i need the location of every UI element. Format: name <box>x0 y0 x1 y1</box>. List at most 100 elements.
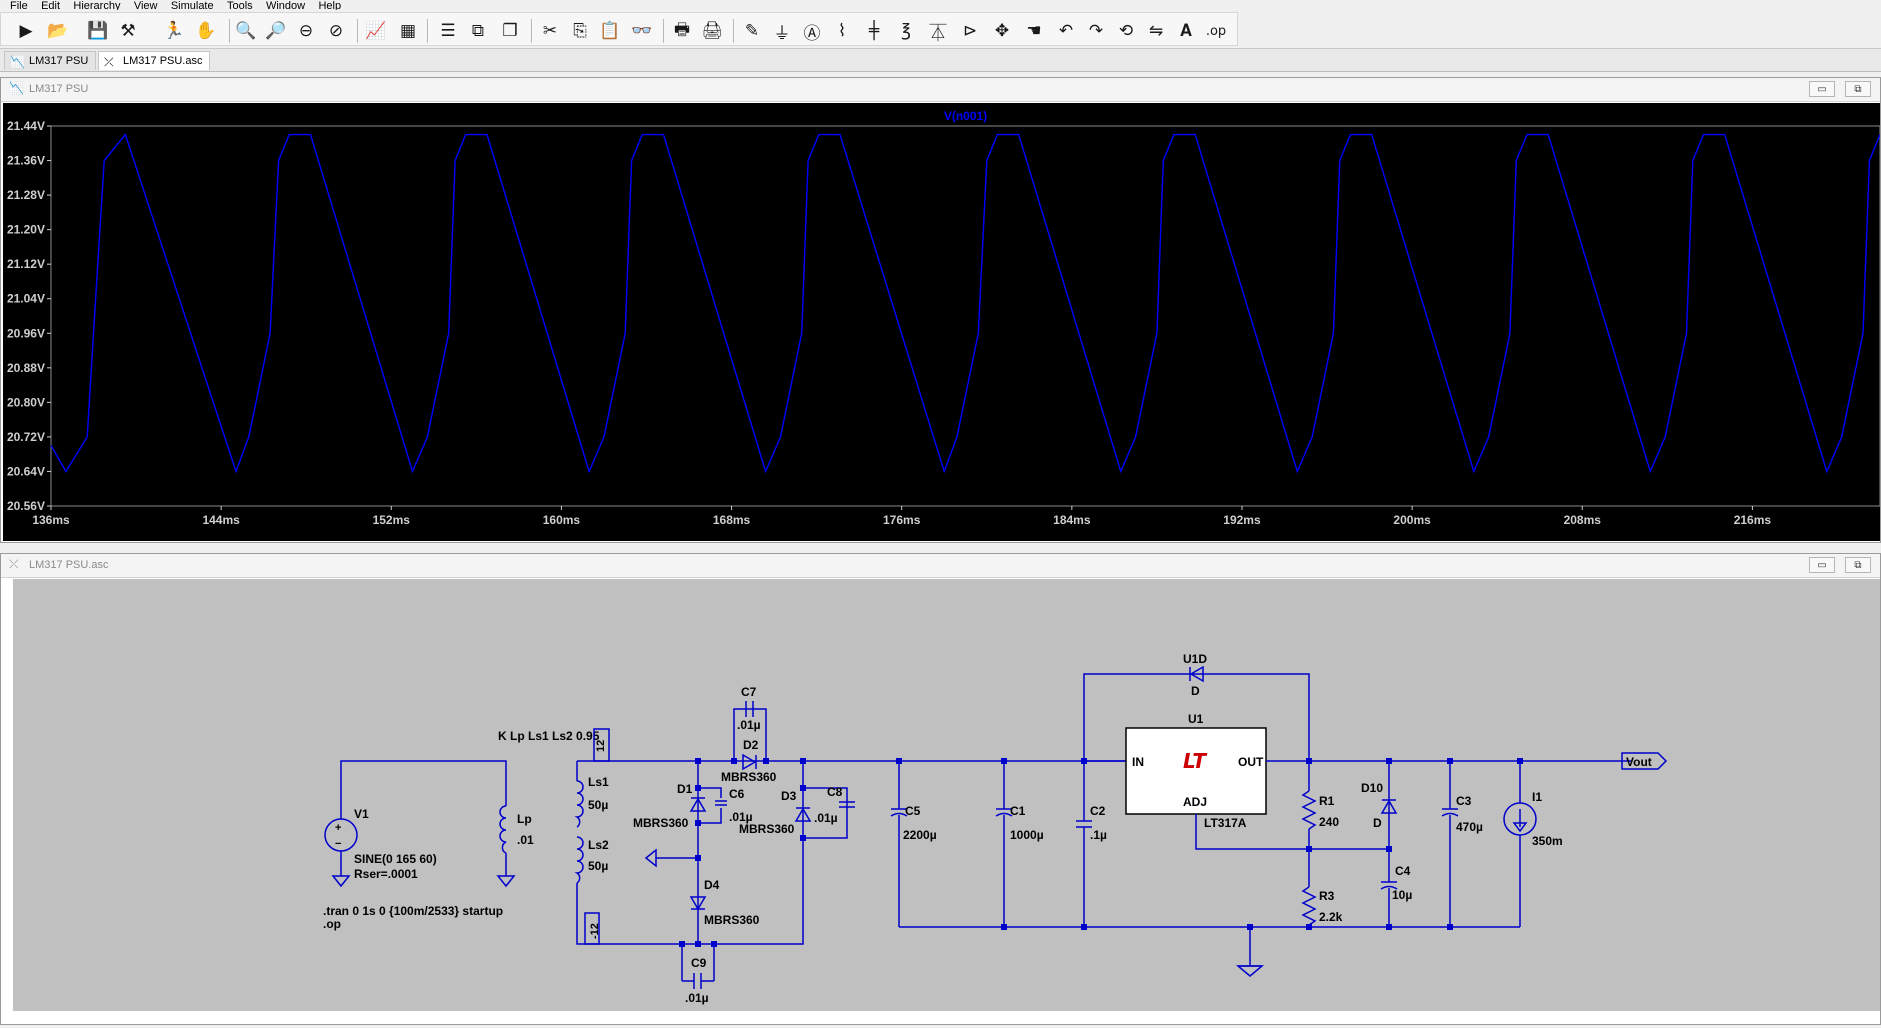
save-icon[interactable]: 💾 <box>87 21 109 41</box>
tab-schematic-label: LM317 PSU.asc <box>123 55 203 67</box>
hammer-icon[interactable]: ⚒ <box>120 21 136 41</box>
op-directive: .op <box>323 917 341 931</box>
trace-label: V(n001) <box>944 109 987 123</box>
d2-value: MBRS360 <box>721 770 777 784</box>
c6-value: .01µ <box>729 810 753 824</box>
menu-hierarchy[interactable]: Hierarchy <box>73 0 121 11</box>
vout-label: Vout <box>1626 755 1652 769</box>
tile-vertical-icon[interactable]: ⧉ <box>471 21 485 41</box>
component-icon[interactable]: ⊳ <box>962 21 978 41</box>
label-net-icon[interactable]: Ⓐ <box>803 23 821 44</box>
menu-window[interactable]: Window <box>265 0 306 11</box>
print-preview-icon[interactable]: 🖨 <box>701 21 723 41</box>
c4-label: C4 <box>1395 864 1411 878</box>
open-folder-icon[interactable]: 📂 <box>47 21 69 41</box>
waveform-titlebar: 📉 LM317 PSU ▭ ⧉ <box>1 78 1880 102</box>
c1-value: 1000µ <box>1010 828 1044 842</box>
draw-wire-icon[interactable]: ✎ <box>744 21 760 41</box>
inductor-icon[interactable]: ℥ <box>901 21 911 41</box>
schematic-icon: ⤫ <box>9 557 19 571</box>
c2-label: C2 <box>1090 804 1106 818</box>
rotate-icon[interactable]: ⟲ <box>1118 21 1134 41</box>
undo-icon[interactable]: ↶ <box>1058 21 1074 41</box>
u1-label: U1 <box>1188 712 1204 726</box>
schematic-icon: ⤫ <box>104 55 114 69</box>
restore-button[interactable]: ⧉ <box>1845 81 1871 97</box>
waveform-window-title: LM317 PSU <box>29 83 89 95</box>
text-icon[interactable]: 𝐀 <box>1180 21 1192 41</box>
halt-hand-icon[interactable]: ✋ <box>195 21 217 41</box>
lp-label: Lp <box>517 812 532 826</box>
autorange-icon[interactable]: 📈 <box>365 21 387 41</box>
d4-label: D4 <box>704 878 720 892</box>
cascade-icon[interactable]: ❐ <box>502 21 518 41</box>
redo-icon[interactable]: ↷ <box>1088 21 1104 41</box>
mirror-icon[interactable]: ⇋ <box>1148 21 1164 41</box>
find-binoculars-icon[interactable]: 👓 <box>631 21 653 41</box>
schematic-drawing: + − V1 SINE(0 165 60) Rser=.0001 Lp .01 … <box>323 652 1668 1005</box>
menu-simulate[interactable]: Simulate <box>170 0 214 11</box>
schematic-canvas[interactable]: + − V1 SINE(0 165 60) Rser=.0001 Lp .01 … <box>13 579 1880 1011</box>
svg-text:−: − <box>335 838 341 850</box>
run-icon[interactable]: ▶ <box>19 21 33 41</box>
tab-schematic[interactable]: ⤫ LM317 PSU.asc <box>98 51 210 70</box>
schematic-titlebar: ⤫ LM317 PSU.asc ▭ ⧉ <box>1 554 1880 578</box>
c1-label: C1 <box>1010 804 1026 818</box>
c7-value: .01µ <box>737 718 761 732</box>
x-tick-label: 200ms <box>1393 513 1431 527</box>
u1d-value: D <box>1191 684 1200 698</box>
minimize-button[interactable]: ▭ <box>1809 557 1835 573</box>
x-tick-label: 184ms <box>1053 513 1091 527</box>
c5-label: C5 <box>905 804 921 818</box>
r1-label: R1 <box>1319 794 1335 808</box>
diode-icon[interactable]: ⏄ <box>929 23 947 44</box>
waveform-icon: 📉 <box>10 55 25 69</box>
ground-icon[interactable]: ⏚ <box>773 23 791 44</box>
x-tick-label: 152ms <box>373 513 411 527</box>
lp-value: .01 <box>517 833 534 847</box>
zoom-fit-icon[interactable]: 🔎 <box>265 21 287 41</box>
minimize-button[interactable]: ▭ <box>1809 81 1835 97</box>
regulator-section: C5 2200µ C1 1000µ C2 .1µ IN OUT ADJ LT U… <box>803 652 1668 977</box>
u1-pin-out: OUT <box>1238 755 1264 769</box>
paste-icon[interactable]: 📋 <box>599 21 621 41</box>
menu-bar: File Edit Hierarchy View Simulate Tools … <box>0 0 1881 10</box>
cut-icon[interactable]: ✂ <box>542 21 558 41</box>
v1-label: V1 <box>354 807 369 821</box>
menu-help[interactable]: Help <box>318 0 342 11</box>
menu-tools[interactable]: Tools <box>226 0 253 11</box>
waveform-chart: 21.44V21.36V21.28V21.20V21.12V21.04V20.9… <box>7 109 1881 527</box>
y-tick-label: 21.44V <box>7 119 45 133</box>
menu-edit[interactable]: Edit <box>41 0 61 11</box>
x-tick-label: 208ms <box>1564 513 1602 527</box>
zoom-in-icon[interactable]: 🔍 <box>235 21 257 41</box>
zoom-cancel-icon[interactable]: ⊘ <box>328 21 344 41</box>
resistor-icon[interactable]: ⌇ <box>837 21 847 41</box>
y-tick-label: 21.20V <box>7 223 45 237</box>
tran-directive: .tran 0 1s 0 {100m/2533} startup <box>323 904 503 918</box>
print-icon[interactable]: 🖶 <box>673 19 691 40</box>
ls1-label: Ls1 <box>588 775 609 789</box>
capacitor-icon[interactable]: ╪ <box>868 21 880 41</box>
junctions <box>679 758 1523 947</box>
menu-file[interactable]: File <box>10 0 28 11</box>
spice-directive-icon[interactable]: .op <box>1205 23 1227 39</box>
grid-icon[interactable]: ▦ <box>399 21 417 41</box>
c7-label: C7 <box>741 685 757 699</box>
move-hand-icon[interactable]: ✥ <box>994 21 1010 41</box>
u1-pin-adj: ADJ <box>1183 795 1207 809</box>
zoom-out-icon[interactable]: ⊖ <box>298 21 314 41</box>
toolbar-strip: ▶ 📂 💾 ⚒ 🏃 ✋ 🔍 🔎 ⊖ ⊘ 📈 ▦ ☰ ⧉ ❐ ✂ ⎘ 📋 👓 🖶 … <box>0 12 1238 46</box>
menu-view[interactable]: View <box>133 0 158 11</box>
runner-icon[interactable]: 🏃 <box>163 21 185 41</box>
net-minus12: -12 <box>589 923 601 939</box>
v1-rser: Rser=.0001 <box>354 867 418 881</box>
tab-bar: 📉 LM317 PSU ⤫ LM317 PSU.asc <box>0 49 1881 72</box>
copy-icon[interactable]: ⎘ <box>573 21 587 41</box>
restore-button[interactable]: ⧉ <box>1845 557 1871 573</box>
drag-hand-icon[interactable]: ☚ <box>1026 21 1042 41</box>
tab-waveform[interactable]: 📉 LM317 PSU <box>4 51 96 70</box>
k-coupling: K Lp Ls1 Ls2 0.95 <box>498 729 600 743</box>
tile-horizontal-icon[interactable]: ☰ <box>440 21 456 41</box>
